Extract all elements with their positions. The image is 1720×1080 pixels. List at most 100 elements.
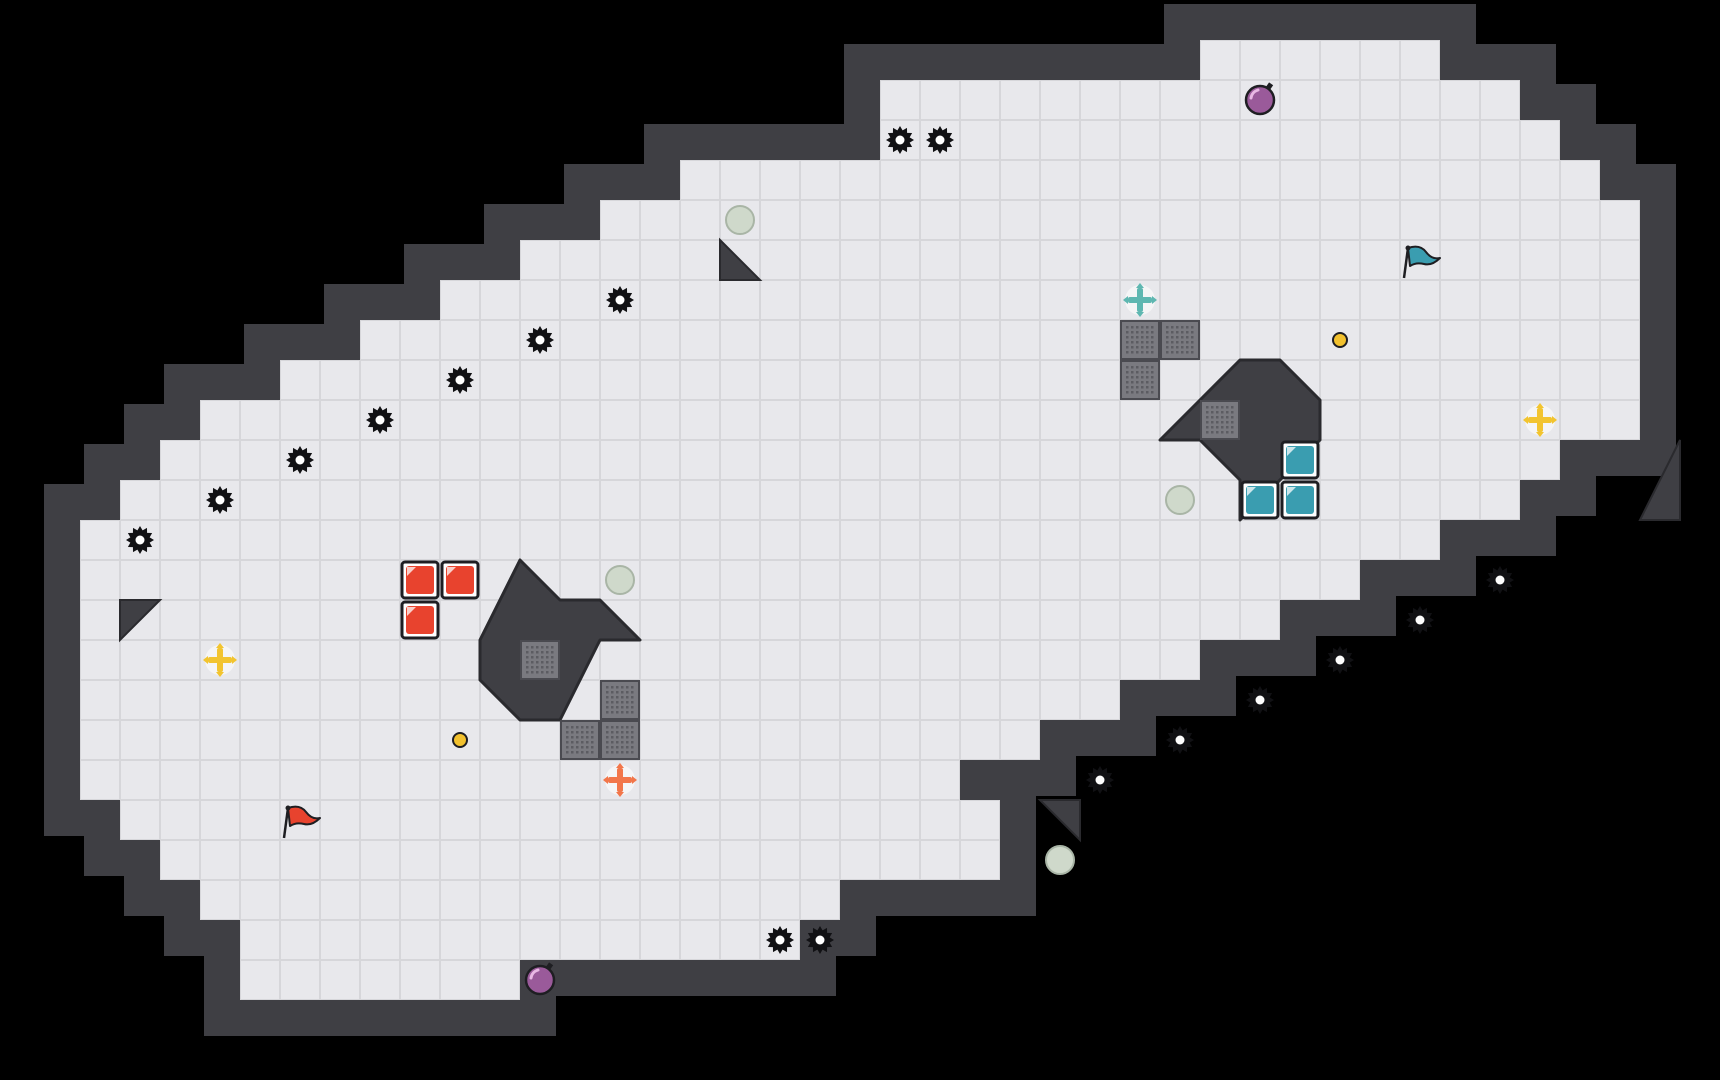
floor-tile	[1400, 120, 1440, 160]
metal-crate-dot	[566, 751, 569, 754]
floor-tile	[1240, 200, 1280, 240]
pad-circle[interactable]	[1165, 485, 1195, 515]
floor-tile	[760, 320, 800, 360]
metal-crate-dot	[536, 646, 539, 649]
plus-marker-icon[interactable]	[603, 763, 637, 797]
floor-tile	[1440, 320, 1480, 360]
plus-marker-arrow-up	[1536, 403, 1544, 408]
spike-icon	[126, 526, 154, 554]
floor-tile	[480, 760, 520, 800]
metal-crate-dot	[571, 731, 574, 734]
blue-block[interactable]	[1280, 440, 1320, 480]
floor-tile	[720, 640, 760, 680]
plus-marker-icon[interactable]	[1123, 283, 1157, 317]
metal-crate[interactable]	[1120, 360, 1160, 400]
metal-crate-dot	[1146, 336, 1149, 339]
pad-circle[interactable]	[605, 565, 635, 595]
plus-marker-icon[interactable]	[203, 643, 237, 677]
metal-crate-dot	[631, 741, 634, 744]
floor-tile	[760, 920, 800, 960]
pad-circle[interactable]	[1045, 845, 1075, 875]
blue-flag-icon-pole	[1402, 247, 1410, 279]
metal-crate-dot	[1231, 431, 1234, 434]
red-block[interactable]	[400, 600, 440, 640]
plus-marker-icon[interactable]	[1523, 403, 1557, 437]
metal-crate[interactable]	[520, 640, 560, 680]
spike-core	[895, 135, 905, 145]
blue-block[interactable]	[1240, 480, 1280, 520]
red-flag-icon[interactable]	[282, 805, 321, 839]
metal-crate-dot	[541, 656, 544, 659]
metal-crate-dot	[1186, 351, 1189, 354]
metal-crate-dot	[1131, 386, 1134, 389]
floor-tile	[800, 800, 840, 840]
metal-crate-dot	[526, 671, 529, 674]
metal-crate[interactable]	[1200, 400, 1240, 440]
floor-tile	[1160, 240, 1200, 280]
floor-tile	[400, 480, 440, 520]
floor-tile	[440, 600, 480, 640]
metal-crate-dot	[606, 696, 609, 699]
metal-crate-dot	[611, 706, 614, 709]
plus-marker-h	[208, 657, 232, 663]
floor-tile	[320, 840, 360, 880]
floor-tile	[720, 800, 760, 840]
coin-icon[interactable]	[452, 732, 468, 748]
floor-tile	[680, 520, 720, 560]
spike-core	[1255, 695, 1265, 705]
floor-tile	[320, 680, 360, 720]
metal-crate-dot	[576, 726, 579, 729]
metal-crate-dot	[611, 691, 614, 694]
metal-crate-dot	[1141, 386, 1144, 389]
metal-crate-dot	[631, 746, 634, 749]
metal-crate[interactable]	[560, 720, 600, 760]
floor-tile	[840, 320, 880, 360]
floor-tile	[1080, 360, 1120, 400]
floor-tile	[400, 440, 440, 480]
floor-tile	[1240, 80, 1280, 120]
floor-tile	[880, 160, 920, 200]
floor-tile	[1400, 160, 1440, 200]
metal-crate[interactable]	[1160, 320, 1200, 360]
floor-tile	[1320, 200, 1360, 240]
floor-tile	[880, 840, 920, 880]
floor-tile	[1480, 80, 1520, 120]
floor-tile	[320, 440, 360, 480]
bomb-icon[interactable]	[1244, 82, 1276, 116]
metal-crate-dot	[576, 736, 579, 739]
coin-icon[interactable]	[1332, 332, 1348, 348]
red-block[interactable]	[400, 560, 440, 600]
metal-crate-dot	[606, 706, 609, 709]
blue-flag-icon[interactable]	[1402, 245, 1441, 279]
floor-tile	[920, 360, 960, 400]
metal-crate[interactable]	[600, 720, 640, 760]
floor-tile	[360, 480, 400, 520]
metal-crate[interactable]	[600, 680, 640, 720]
floor-tile	[880, 520, 920, 560]
metal-crate-dot	[546, 646, 549, 649]
floor-tile	[1240, 520, 1280, 560]
bomb-body	[524, 964, 556, 996]
floor-tile	[200, 680, 240, 720]
floor-tile	[640, 800, 680, 840]
metal-crate-dot	[616, 696, 619, 699]
bomb-icon[interactable]	[524, 962, 556, 996]
pad-circle[interactable]	[725, 205, 755, 235]
blue-block[interactable]	[1280, 480, 1320, 520]
red-block[interactable]	[440, 560, 480, 600]
floor-tile	[240, 480, 280, 520]
metal-crate-dot	[526, 651, 529, 654]
floor-tile	[80, 720, 120, 760]
floor-tile	[640, 520, 680, 560]
ramp-bottom	[1037, 799, 1081, 843]
floor-row	[680, 160, 1600, 200]
floor-row	[160, 440, 1560, 480]
metal-crate-dot	[1166, 326, 1169, 329]
floor-tile	[920, 120, 960, 160]
spike-icon	[606, 286, 634, 314]
floor-tile	[1200, 120, 1240, 160]
metal-crate[interactable]	[1120, 320, 1160, 360]
floor-tile	[1400, 200, 1440, 240]
metal-crate-dot	[631, 696, 634, 699]
